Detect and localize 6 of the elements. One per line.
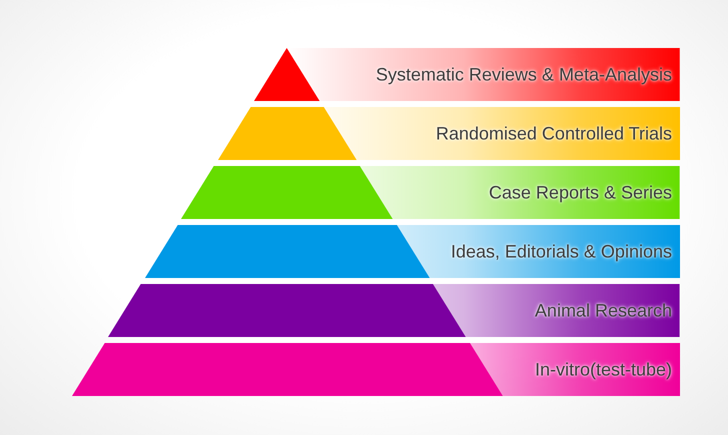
tier-label: In-vitro(test-tube): [534, 359, 672, 380]
tier-label: Randomised Controlled Trials: [436, 123, 672, 144]
tier-label: Ideas, Editorials & Opinions: [450, 241, 672, 262]
tier-label: Systematic Reviews & Meta-Analysis: [376, 64, 672, 85]
tier-label: Animal Research: [534, 300, 672, 321]
tier-label: Case Reports & Series: [488, 182, 672, 203]
